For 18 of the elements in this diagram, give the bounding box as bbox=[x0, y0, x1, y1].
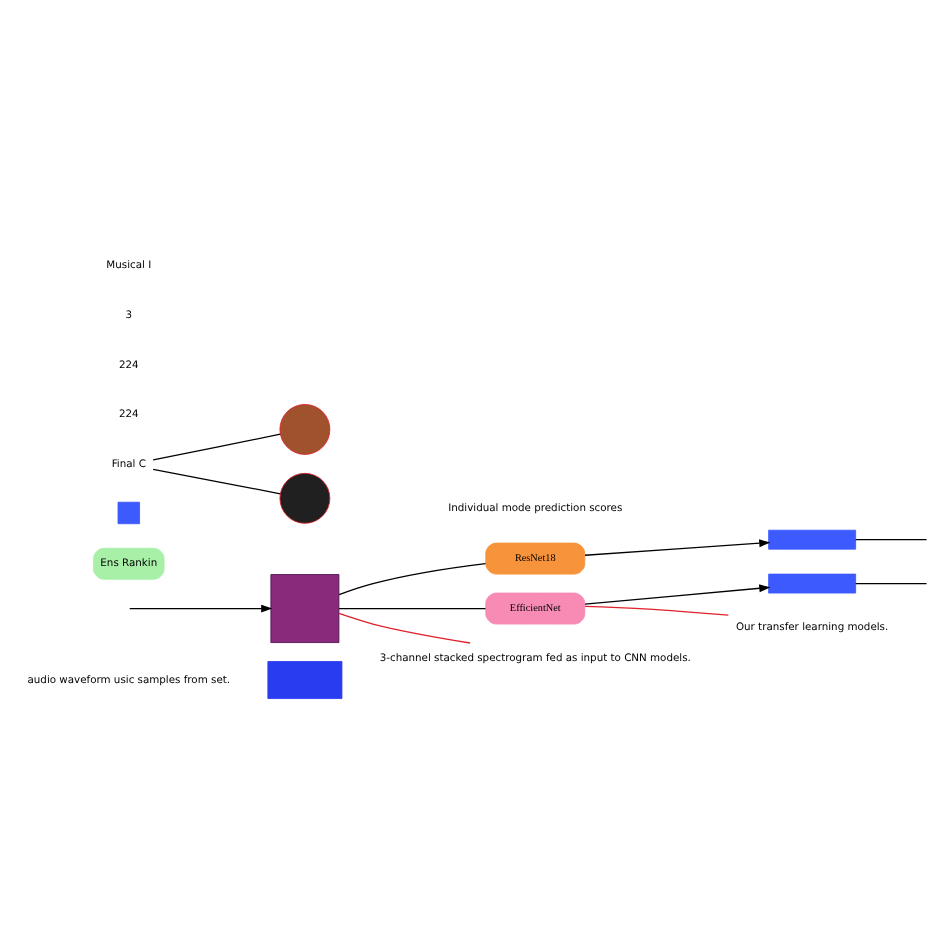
connector bbox=[152, 468, 281, 495]
node-bar bbox=[768, 573, 857, 594]
node-bar bbox=[768, 529, 857, 550]
node-box bbox=[267, 661, 343, 699]
connector bbox=[338, 612, 471, 644]
connector bbox=[584, 605, 729, 616]
node-circle bbox=[279, 404, 331, 455]
connector bbox=[338, 562, 487, 596]
arrow bbox=[584, 584, 771, 605]
arrow bbox=[584, 539, 771, 556]
node-box bbox=[270, 574, 340, 643]
node-circle bbox=[279, 472, 331, 524]
connector bbox=[152, 433, 281, 461]
node-bar bbox=[117, 501, 140, 525]
connector bbox=[855, 539, 928, 541]
connector bbox=[855, 582, 928, 585]
arrow bbox=[129, 604, 273, 613]
connector bbox=[338, 607, 487, 610]
